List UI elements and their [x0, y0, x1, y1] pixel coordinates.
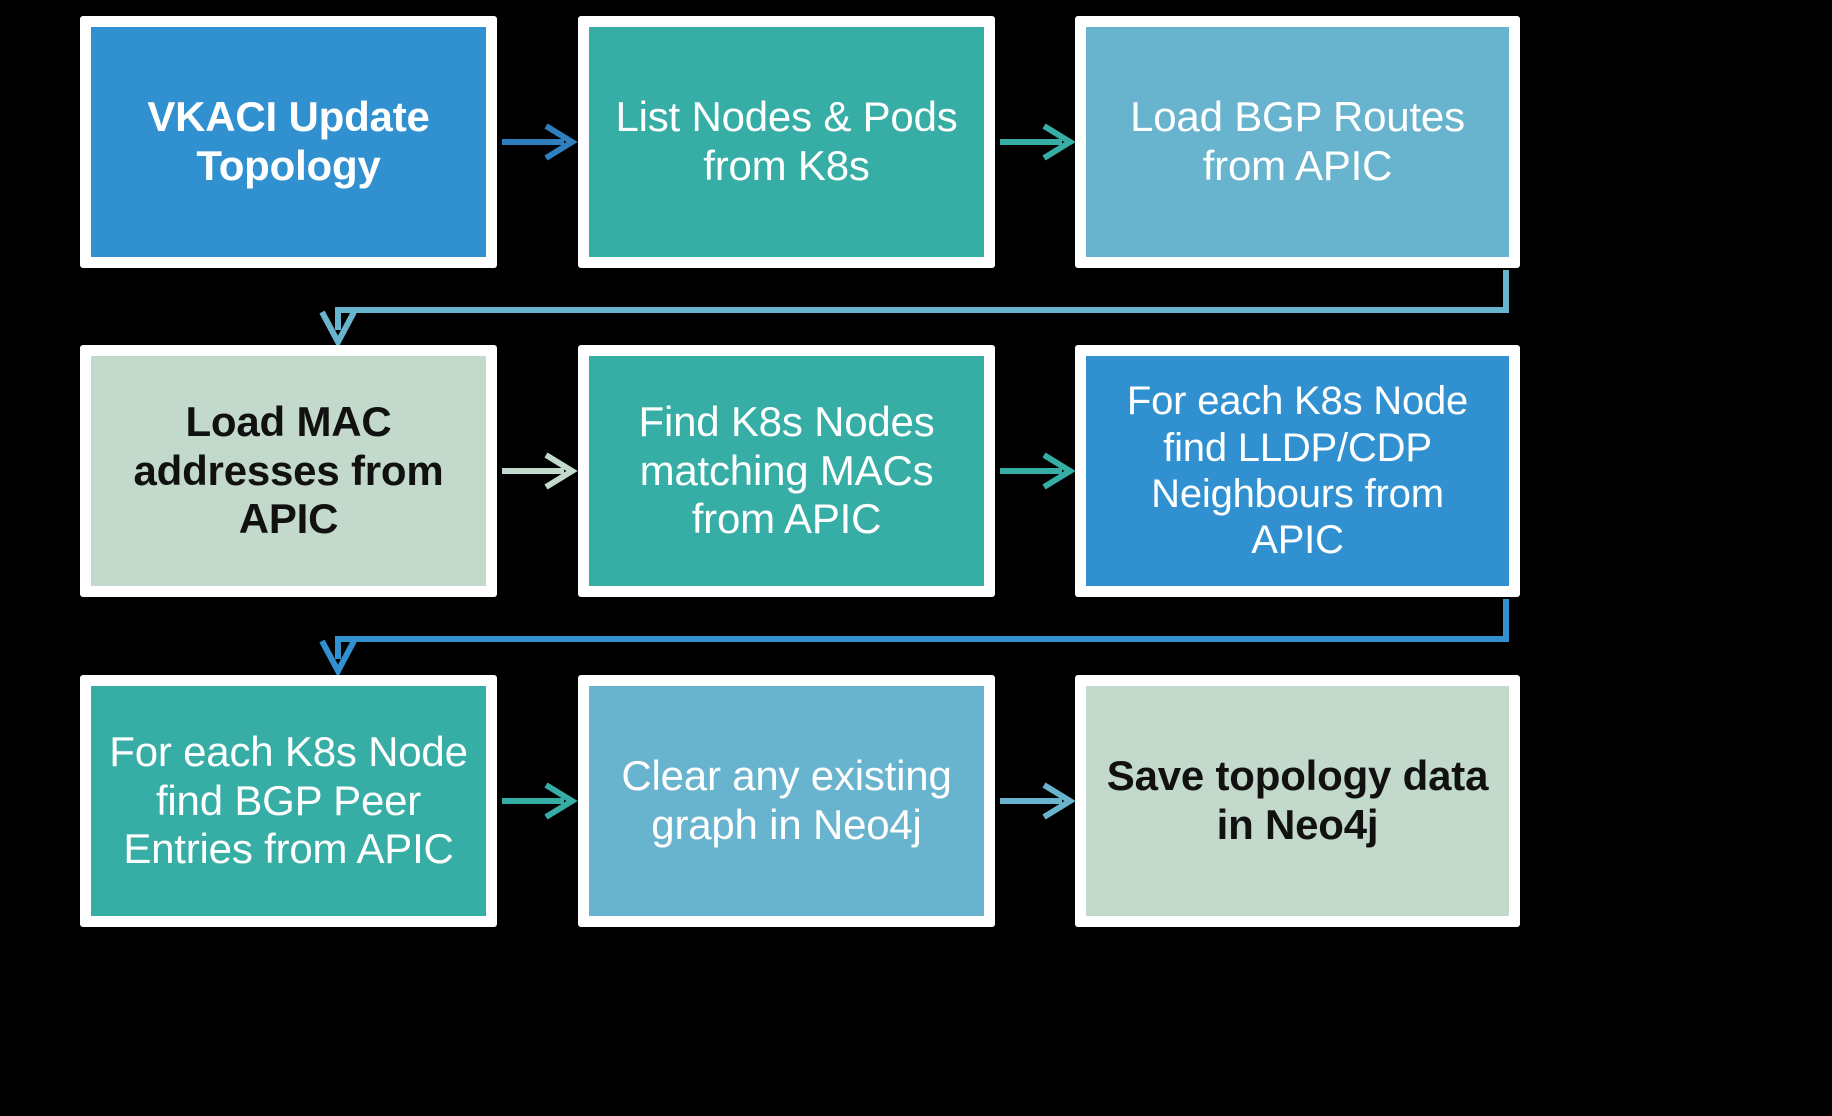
node-fill: Load MAC addresses from APIC — [91, 356, 486, 586]
node-fill: Find K8s Nodes matching MACs from APIC — [589, 356, 984, 586]
node-load-bgp-routes-apic[interactable]: Load BGP Routes from APIC — [1075, 16, 1520, 268]
node-fill: For each K8s Node find LLDP/CDP Neighbou… — [1086, 356, 1509, 586]
node-label: For each K8s Node find BGP Peer Entries … — [109, 727, 468, 873]
node-find-bgp-peer-entries[interactable]: For each K8s Node find BGP Peer Entries … — [80, 675, 497, 927]
connector-elbow-c6 — [319, 597, 1510, 678]
connector-elbow-c3 — [319, 268, 1510, 349]
node-list-nodes-pods-k8s[interactable]: List Nodes & Pods from K8s — [578, 16, 995, 268]
node-label: Load BGP Routes from APIC — [1130, 93, 1465, 189]
node-save-topology-data-neo4j[interactable]: Save topology data in Neo4j — [1075, 675, 1520, 927]
node-find-k8s-nodes-matching-macs[interactable]: Find K8s Nodes matching MACs from APIC — [578, 345, 995, 597]
connector-arrow-c2 — [998, 120, 1078, 164]
connector-arrow-c8 — [998, 779, 1078, 823]
node-find-lldp-cdp-neighbours[interactable]: For each K8s Node find LLDP/CDP Neighbou… — [1075, 345, 1520, 597]
node-label: VKACI Update Topology — [147, 93, 430, 189]
node-fill: VKACI Update Topology — [91, 27, 486, 257]
node-label: Save topology data in Neo4j — [1106, 752, 1489, 848]
node-load-mac-addresses-apic[interactable]: Load MAC addresses from APIC — [80, 345, 497, 597]
node-vkaci-update-topology[interactable]: VKACI Update Topology — [80, 16, 497, 268]
node-label: For each K8s Node find LLDP/CDP Neighbou… — [1126, 379, 1469, 563]
connector-arrow-c1 — [500, 120, 580, 164]
node-fill: Clear any existing graph in Neo4j — [589, 686, 984, 916]
node-clear-existing-graph-neo4j[interactable]: Clear any existing graph in Neo4j — [578, 675, 995, 927]
node-label: Clear any existing graph in Neo4j — [621, 752, 952, 848]
node-label: Find K8s Nodes matching MACs from APIC — [638, 397, 935, 543]
node-fill: For each K8s Node find BGP Peer Entries … — [91, 686, 486, 916]
node-label: List Nodes & Pods from K8s — [615, 93, 958, 189]
node-label: Load MAC addresses from APIC — [133, 397, 444, 543]
node-fill: List Nodes & Pods from K8s — [589, 27, 984, 257]
connector-arrow-c5 — [998, 449, 1078, 493]
connector-arrow-c7 — [500, 779, 580, 823]
connector-arrow-c4 — [500, 449, 580, 493]
node-fill: Load BGP Routes from APIC — [1086, 27, 1509, 257]
node-fill: Save topology data in Neo4j — [1086, 686, 1509, 916]
